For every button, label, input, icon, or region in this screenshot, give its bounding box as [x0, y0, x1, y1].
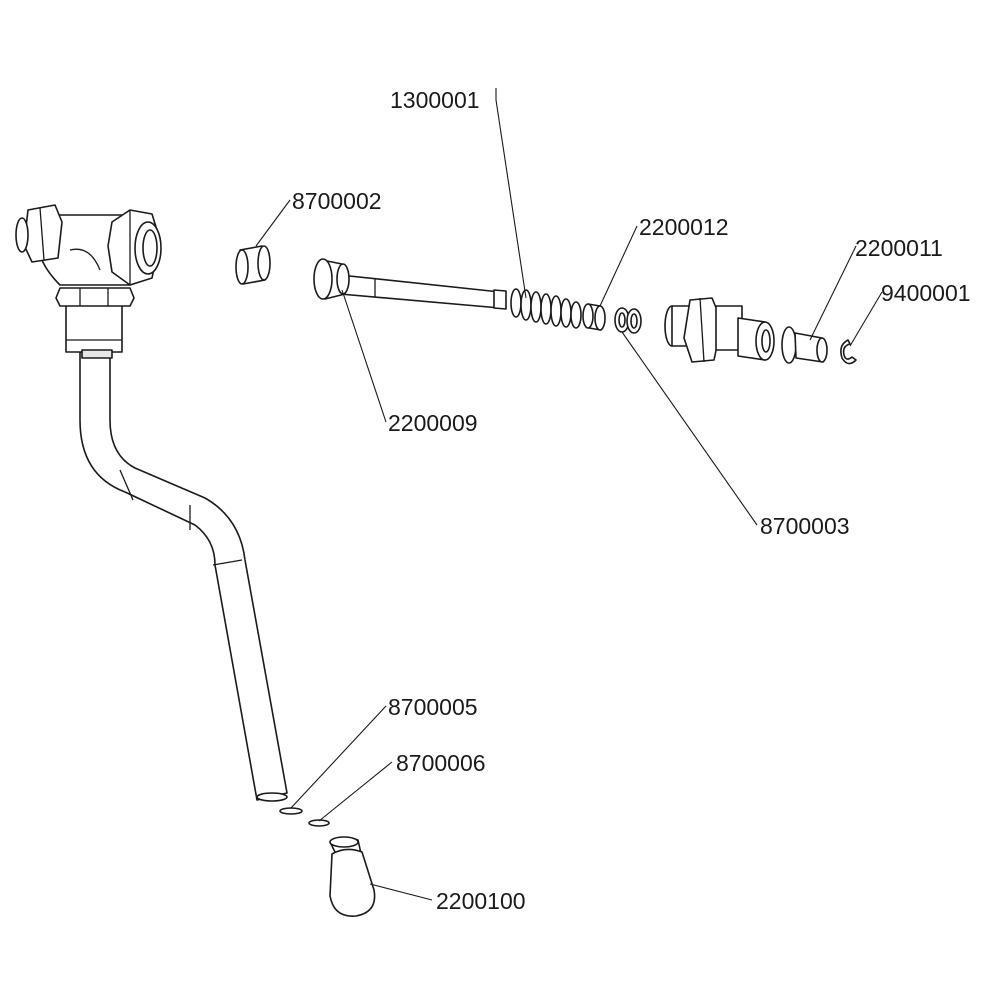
- tee-neck: [65, 299, 123, 353]
- part-2200011-sleeve: [781, 326, 828, 364]
- leader-lines: [255, 88, 883, 901]
- tee-left-port: [15, 217, 29, 253]
- tee-neck-ring: [81, 349, 113, 359]
- label-2200100: 2200100: [436, 888, 526, 914]
- label-2200011: 2200011: [855, 235, 943, 261]
- label-2200012: 2200012: [639, 214, 729, 240]
- union-fitting: [664, 297, 775, 363]
- bent-pipe: [79, 351, 288, 801]
- part-labels: 1300001 8700002 2200012 2200011 9400001 …: [292, 87, 971, 914]
- label-8700006: 8700006: [396, 750, 486, 776]
- label-8700002: 8700002: [292, 188, 382, 214]
- label-2200009: 2200009: [388, 410, 478, 436]
- part-2200009-stem: [313, 258, 507, 310]
- label-8700003: 8700003: [760, 513, 850, 539]
- tee-fitting-assembly: [15, 204, 288, 802]
- label-1300001: 1300001: [390, 87, 480, 113]
- pipe-end: [256, 792, 288, 802]
- label-9400001: 9400001: [881, 280, 971, 306]
- label-8700005: 8700005: [388, 694, 478, 720]
- part-1300001-spring: [510, 288, 582, 329]
- part-2200100-nozzle: [329, 836, 376, 917]
- part-8700005-washer: [279, 807, 303, 815]
- tee-hex-nut: [55, 287, 135, 307]
- part-9400001-clip: [840, 339, 857, 365]
- part-2200012-bushing: [582, 303, 606, 331]
- washers: [279, 807, 330, 827]
- part-8700006-washer: [308, 819, 330, 827]
- part-8700003-orings: [614, 307, 642, 334]
- part-8700002-cap: [235, 245, 271, 285]
